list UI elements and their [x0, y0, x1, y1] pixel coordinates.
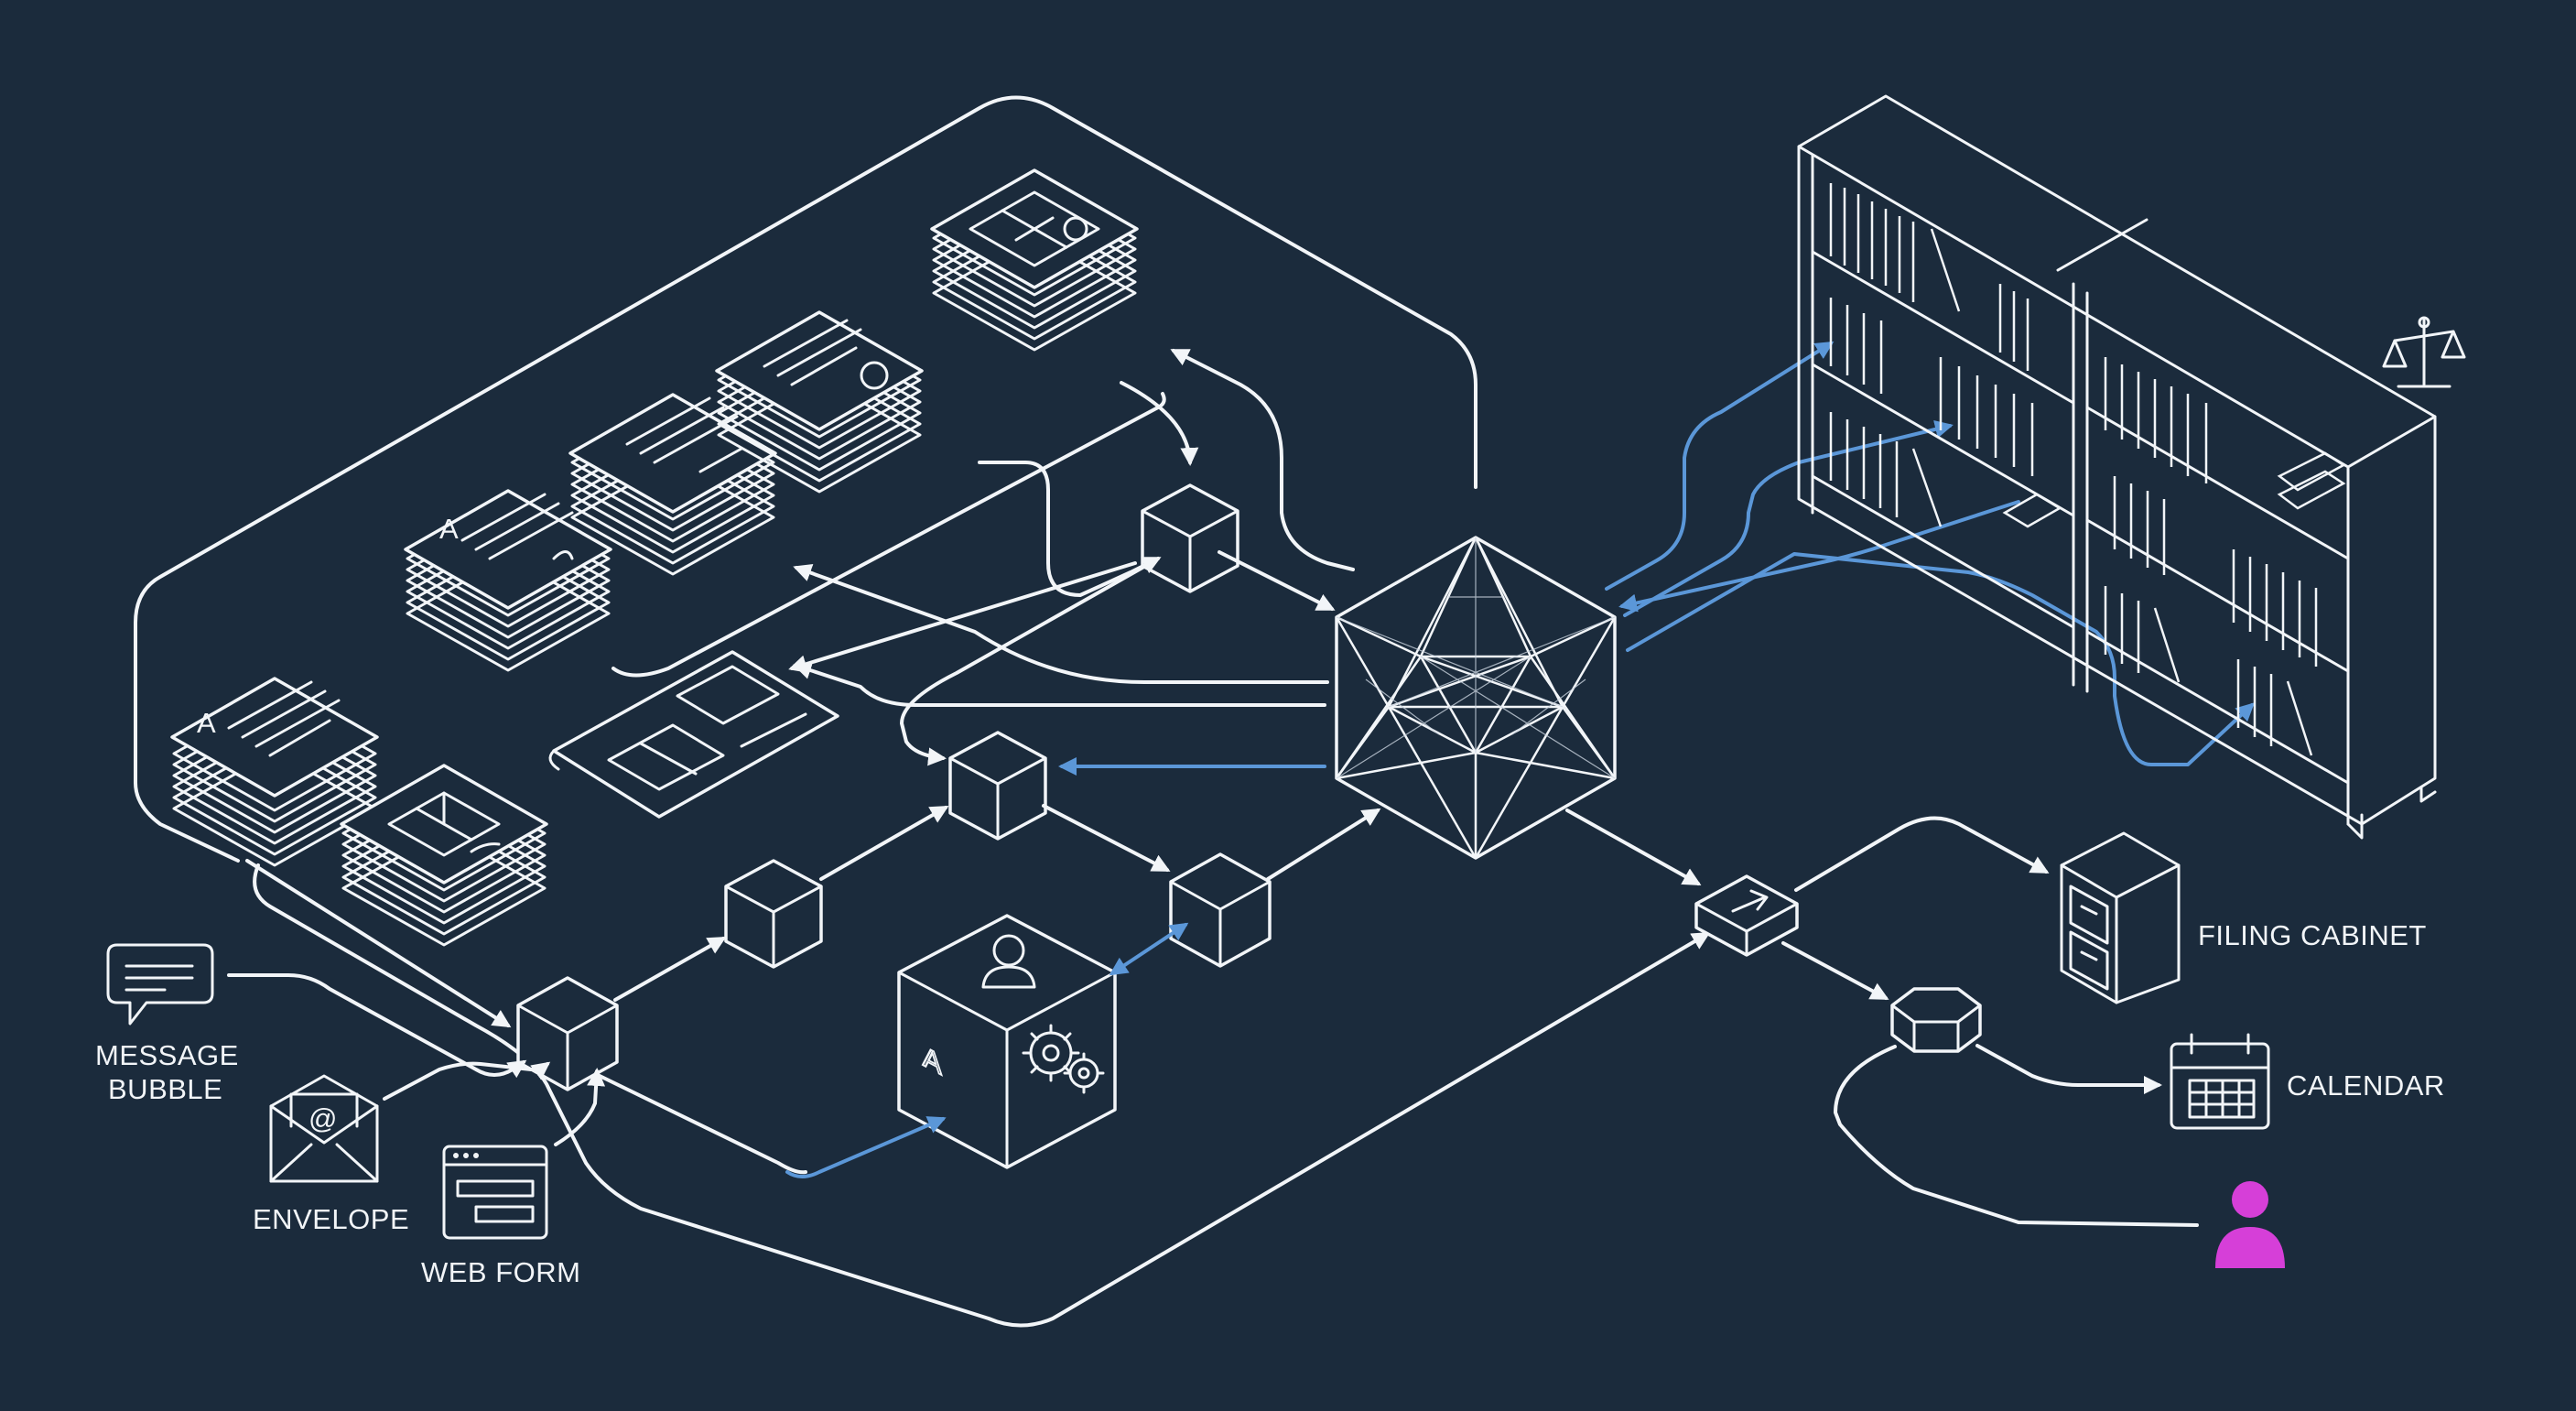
- message-bubble-label-1: MESSAGE: [95, 1039, 239, 1071]
- blueprint-sheet: [548, 650, 839, 819]
- document-stack-blueprint-1: [340, 764, 548, 947]
- doc-letter: A: [197, 707, 216, 739]
- document-stack-2: A: [404, 489, 612, 672]
- flow-arrows: [598, 349, 1702, 1175]
- message-bubble-icon: [106, 943, 214, 1026]
- gear-icon-small: [1063, 1052, 1105, 1094]
- agent-letter: A: [923, 1040, 943, 1082]
- envelope-icon: @: [269, 1074, 379, 1183]
- message-bubble-label-2: BUBBLE: [108, 1073, 222, 1105]
- doc-letter-2: A: [439, 513, 459, 545]
- document-stack-1: A: [170, 677, 379, 867]
- filing-cabinet-label: FILING CABINET: [2198, 919, 2427, 951]
- bottom-loop-connector: [253, 863, 1711, 1328]
- cube-node-top: [1141, 483, 1239, 593]
- cube-node-right-mid: [1169, 852, 1272, 968]
- filing-cabinet-icon: [2060, 831, 2181, 1004]
- at-sign: @: [308, 1102, 338, 1134]
- cube-node-mid: [948, 731, 1047, 841]
- envelope-label: ENVELOPE: [253, 1203, 409, 1235]
- scales-icon: [2382, 316, 2466, 388]
- calendar-label: CALENDAR: [2287, 1069, 2445, 1102]
- cube-node-entry: [516, 976, 619, 1091]
- web-form-label: WEB FORM: [421, 1256, 581, 1288]
- web-form-icon: [442, 1145, 548, 1240]
- agent-cube: A: [897, 914, 1117, 1169]
- central-hub-polyhedron: [1335, 536, 1617, 860]
- bookshelf: [1797, 94, 2437, 840]
- document-stack-blueprint-2: [930, 168, 1139, 352]
- calendar-icon: [2170, 1033, 2270, 1130]
- user-icon-magenta: [2215, 1181, 2285, 1268]
- router-node: [1694, 874, 1799, 957]
- cube-node-left-mid: [724, 859, 823, 969]
- output-connectors: [1781, 816, 2199, 1227]
- document-stack-4: [715, 310, 924, 494]
- outer-loop-connector: [134, 95, 1477, 863]
- stack-connector: [612, 392, 1166, 678]
- document-stack-3: [568, 393, 777, 576]
- input-connectors: [227, 859, 606, 1146]
- gear-icon: [1022, 1024, 1080, 1082]
- user-icon: [981, 934, 1036, 989]
- hex-node: [1890, 987, 1982, 1053]
